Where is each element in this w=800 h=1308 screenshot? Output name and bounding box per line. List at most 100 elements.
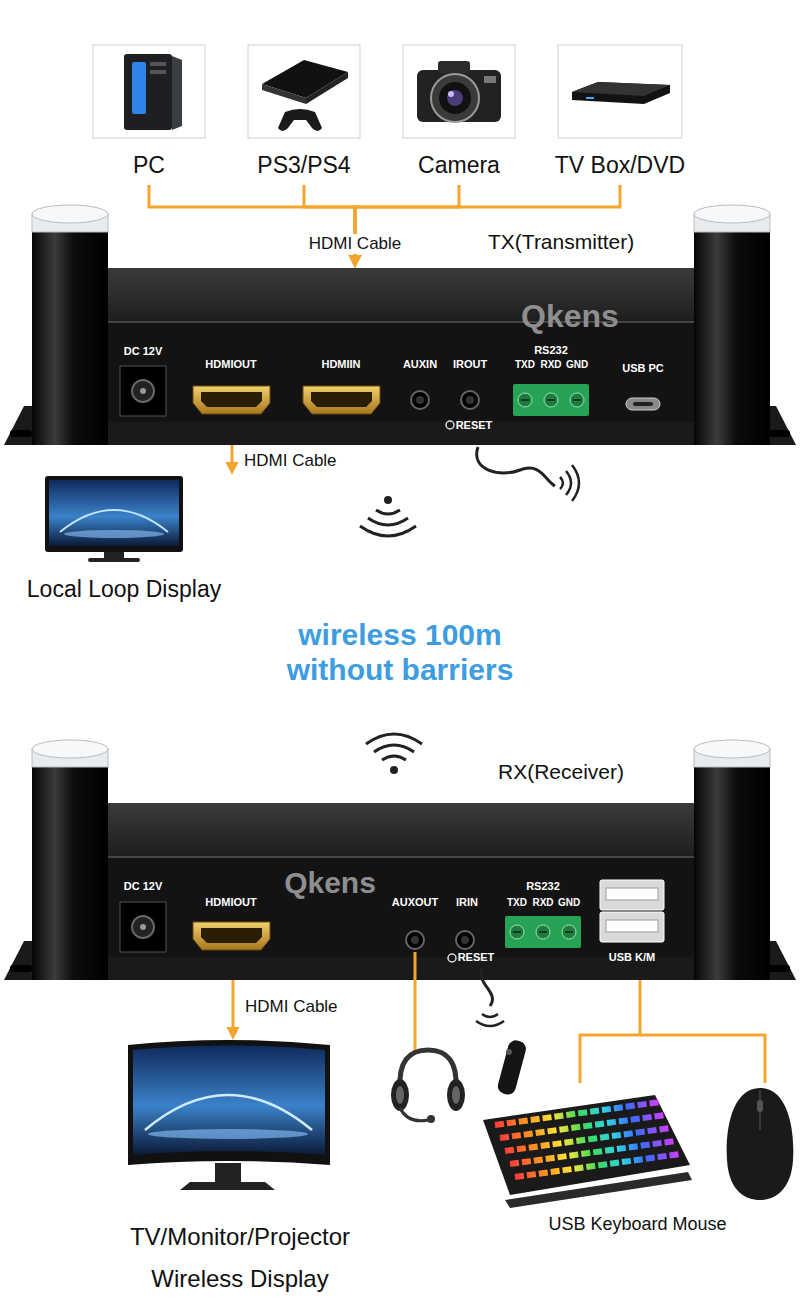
arrow-head [349,255,362,268]
pin-label: GND [558,897,580,909]
audio-wire [414,952,417,1050]
audio-jack [416,396,424,404]
headphone-icon [452,1086,460,1104]
node-text: Local Loop Display [27,576,221,602]
edge-label: HDMI Cable [306,234,405,254]
ir-cable [572,465,579,501]
video-socket [193,386,270,414]
ir-cable [477,447,579,501]
terminal-block [570,393,584,407]
watermark: Qkens [284,866,376,901]
usb-socket [626,398,660,410]
source-icon [306,72,348,104]
node-text: Camera [418,152,500,178]
mouse-icon [727,1088,794,1200]
terminal-block [544,393,558,407]
port-label: RESET [458,951,495,964]
input-devices-box: USB Keyboard Mouse [480,1083,795,1243]
port-label: HDMIIN [321,358,360,371]
mouse-icon [727,1088,794,1200]
audio-jack [456,931,474,949]
connector-line [232,980,235,1030]
video-cable [349,185,621,268]
headphone-icon [391,1079,409,1111]
terminal-block [573,399,581,401]
terminal-block [539,931,547,933]
terminal-block [513,384,589,416]
source-icon [262,84,306,104]
port-socket [120,902,166,952]
port-socket [140,388,146,394]
source-box: PC [93,45,205,185]
terminal-block [536,925,550,939]
connector-line [580,980,640,1083]
wireless-sign [374,745,414,752]
monitor-icon [133,1046,325,1156]
headphone-icon [427,1115,435,1123]
monitor-icon [215,1163,241,1183]
wireless-sign [376,510,400,514]
display-box: Local Loop Display [6,475,242,605]
source-icon [93,45,205,138]
ir-cable [566,471,571,495]
monitor-icon [128,1040,330,1190]
usb-socket [606,920,658,932]
wireless-sign [360,526,416,536]
usb-socket [600,880,664,942]
video-cable [227,980,240,1040]
source-icon [572,82,670,104]
audio-jack [406,931,424,949]
node-text: USB Keyboard Mouse [548,1214,726,1235]
keyboard-icon [515,1154,680,1177]
source-icon [438,61,470,73]
audio-jack [446,421,454,429]
terminal-block [510,925,524,939]
monitor-icon [88,558,140,562]
monitor-icon [45,476,183,562]
connector-line [640,1035,765,1083]
monitor-icon [104,552,124,559]
pin-label: RXD [540,359,561,371]
edge-label: HDMI Cable [242,997,341,1017]
headphone-icon [447,1079,465,1111]
port-label: HDMIOUT [205,358,256,371]
audio-jack [466,396,474,404]
port-label: IROUT [453,358,487,371]
port-socket [120,366,166,416]
headphone-icon [400,1108,428,1121]
terminal-block [565,931,573,933]
monitor-icon [180,1182,275,1190]
watermark: Qkens [521,298,619,335]
port-socket [140,924,146,930]
port-socket [120,902,166,952]
monitor-icon [60,510,168,532]
edge-label: HDMI Cable [241,451,340,471]
source-icon [558,45,682,138]
source-icon [431,74,479,122]
source-box: Camera [403,45,515,185]
source-icon [448,91,454,97]
wireless-sign [360,496,416,536]
monitor-icon [145,1095,312,1130]
terminal-block [518,393,532,407]
wireless-sign [384,496,392,504]
arrow-head [227,1027,240,1040]
wireless-sign [390,766,398,774]
terminal-block [513,931,521,933]
source-icon [248,45,360,138]
monitor-icon [128,1040,330,1165]
source-icon [172,56,182,130]
source-icon [417,70,501,122]
source-icon [248,45,360,138]
display-box: TV/Monitor/Projector Wireless Display [95,1040,385,1300]
source-box: PS3/PS4 [248,45,360,185]
port-label: AUXOUT [392,896,438,909]
node-text: TX(Transmitter) [488,230,634,254]
mouse-icon [757,1100,763,1112]
audio-jack [411,936,419,944]
source-icon [403,45,515,138]
wireless-sign [382,756,406,760]
headphone-icon [391,1050,465,1123]
